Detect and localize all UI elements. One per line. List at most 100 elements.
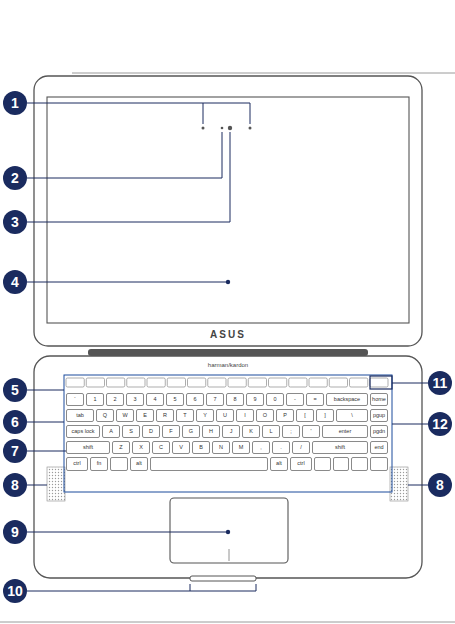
- display-panel: [47, 97, 409, 323]
- leader-lines: [27, 103, 428, 591]
- key: alt: [130, 457, 148, 471]
- speaker: [47, 467, 65, 501]
- key-label: F: [169, 429, 172, 435]
- key-label: N: [219, 445, 223, 451]
- function-key: [289, 378, 307, 387]
- key: B: [192, 441, 210, 454]
- function-key: [188, 378, 206, 387]
- key-label: V: [179, 445, 183, 451]
- touchpad-divider: [229, 549, 230, 561]
- callout-number: 10: [7, 583, 23, 599]
- callout-number: 7: [11, 443, 19, 459]
- callout-circle: 8: [428, 473, 452, 497]
- key: \: [336, 409, 368, 422]
- leader-line: [27, 390, 64, 391]
- key: =: [306, 393, 324, 406]
- microphone: [202, 127, 205, 130]
- key-label: O: [263, 413, 267, 419]
- key-label: ': [310, 429, 311, 435]
- leader-line: [27, 282, 228, 283]
- leader-line: [392, 383, 428, 384]
- key: `: [66, 393, 84, 406]
- key-label: =: [313, 397, 316, 403]
- key: R: [156, 409, 174, 422]
- key-label: ctrl: [297, 461, 304, 467]
- key-label: home: [372, 397, 386, 403]
- callout-number: 2: [11, 170, 19, 186]
- key: ctrl: [66, 457, 88, 471]
- callout-circle: 11: [428, 371, 452, 395]
- key: ]: [316, 409, 334, 422]
- leader-dot: [226, 280, 230, 284]
- key: N: [212, 441, 230, 454]
- key-label: shift: [83, 445, 93, 451]
- key: /: [292, 441, 310, 454]
- key: 8: [226, 393, 244, 406]
- callout-circle: 2: [3, 166, 27, 190]
- key-label: /: [300, 445, 302, 451]
- function-key: [248, 378, 266, 387]
- callout-number: 4: [11, 274, 19, 290]
- function-key: [107, 378, 125, 387]
- key-label: caps lock: [72, 429, 95, 435]
- key-label: M: [239, 445, 244, 451]
- function-key: [329, 378, 347, 387]
- key: Y: [196, 409, 214, 422]
- callout-circle: 4: [3, 270, 27, 294]
- callout-circle: 12: [428, 412, 452, 436]
- key: Z: [112, 441, 130, 454]
- callout-number: 8: [11, 477, 19, 493]
- key-label: L: [269, 429, 272, 435]
- leader-line: [27, 422, 64, 423]
- key: ': [302, 425, 320, 438]
- key-label: D: [149, 429, 153, 435]
- page-rule: [0, 622, 455, 623]
- key-label: backspace: [334, 397, 360, 403]
- key: O: [256, 409, 274, 422]
- key-label: 3: [133, 397, 136, 403]
- function-key: [147, 378, 165, 387]
- key-label: `: [74, 397, 76, 403]
- key: [110, 457, 128, 471]
- function-key: [269, 378, 287, 387]
- function-key-row: [66, 378, 388, 387]
- key: home: [370, 393, 388, 406]
- key-label: 8: [233, 397, 236, 403]
- key-label: -: [294, 397, 296, 403]
- key-label: G: [189, 429, 193, 435]
- key: M: [232, 441, 250, 454]
- callout-circle: 1: [3, 91, 27, 115]
- leader-line: [392, 424, 428, 425]
- key: 2: [106, 393, 124, 406]
- callout-number: 12: [432, 416, 448, 432]
- leader-line: [27, 132, 230, 222]
- key: V: [172, 441, 190, 454]
- callout-circle: 7: [3, 439, 27, 463]
- key-label: H: [209, 429, 213, 435]
- keyboard-outline: [64, 375, 392, 492]
- key-label: fn: [97, 461, 102, 467]
- power-key-highlight: [370, 376, 392, 389]
- key: pgdn: [370, 425, 388, 438]
- key: L: [262, 425, 280, 438]
- key-label: 4: [153, 397, 156, 403]
- function-key: [309, 378, 327, 387]
- key: U: [216, 409, 234, 422]
- key-label: ctrl: [73, 461, 80, 467]
- key: 9: [246, 393, 264, 406]
- key-label: T: [183, 413, 186, 419]
- leader-line: [408, 485, 428, 486]
- key-label: 5: [173, 397, 176, 403]
- key-label: shift: [335, 445, 345, 451]
- key: tab: [66, 409, 94, 422]
- key-label: C: [159, 445, 163, 451]
- key-label: E: [143, 413, 147, 419]
- key: [333, 457, 350, 471]
- key: 5: [166, 393, 184, 406]
- key: 3: [126, 393, 144, 406]
- key-label: Y: [203, 413, 207, 419]
- key-label: K: [249, 429, 253, 435]
- key-label: 2: [113, 397, 116, 403]
- key-label: ,: [260, 445, 262, 451]
- key-label: 6: [193, 397, 196, 403]
